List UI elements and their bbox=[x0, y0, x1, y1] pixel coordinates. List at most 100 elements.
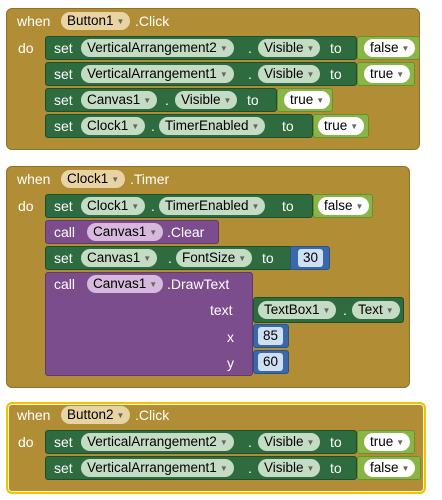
set-keyword: set bbox=[54, 198, 73, 214]
param-label-y: y bbox=[227, 355, 234, 371]
to-keyword: to bbox=[262, 250, 274, 266]
number-value[interactable]: 60 bbox=[258, 353, 284, 371]
property-dropdown[interactable]: Visible▼ bbox=[258, 39, 321, 57]
property-name: Visible bbox=[264, 40, 304, 55]
method-name: .DrawText bbox=[167, 276, 230, 292]
set-keyword: set bbox=[54, 118, 73, 134]
dot-separator: . bbox=[248, 434, 252, 450]
dropdown-arrow-icon: ▼ bbox=[401, 44, 410, 53]
dot-separator: . bbox=[165, 92, 169, 108]
set-keyword: set bbox=[54, 460, 73, 476]
component-dropdown[interactable]: Clock1▼ bbox=[81, 117, 146, 135]
property-name: TimerEnabled bbox=[165, 118, 249, 133]
dropdown-arrow-icon: ▼ bbox=[322, 306, 331, 315]
event-name: .Click bbox=[135, 407, 170, 423]
component-dropdown[interactable]: VerticalArrangement2▼ bbox=[81, 433, 234, 451]
dropdown-arrow-icon: ▼ bbox=[131, 122, 140, 131]
component-dropdown[interactable]: Clock1▼ bbox=[81, 197, 146, 215]
component-dropdown[interactable]: VerticalArrangement2▼ bbox=[81, 39, 234, 57]
component-name: Canvas1 bbox=[93, 224, 147, 239]
when-keyword: when bbox=[17, 13, 51, 29]
property-dropdown[interactable]: Visible▼ bbox=[258, 433, 321, 451]
boolean-dropdown[interactable]: true▼ bbox=[318, 117, 365, 135]
set-keyword: set bbox=[54, 250, 73, 266]
set-keyword: set bbox=[54, 66, 73, 82]
component-dropdown[interactable]: Clock1▼ bbox=[61, 170, 126, 188]
dot-separator: . bbox=[168, 250, 172, 266]
call-keyword: call bbox=[54, 276, 76, 292]
property-dropdown[interactable]: TimerEnabled▼ bbox=[159, 197, 266, 215]
property-dropdown[interactable]: TimerEnabled▼ bbox=[159, 117, 266, 135]
property-dropdown[interactable]: Visible▼ bbox=[258, 459, 321, 477]
component-name: Canvas1 bbox=[87, 92, 141, 107]
dot-separator: . bbox=[343, 302, 347, 318]
component-dropdown[interactable]: Button1▼ bbox=[61, 12, 131, 30]
dot-separator: . bbox=[248, 460, 252, 476]
dropdown-arrow-icon: ▼ bbox=[131, 202, 140, 211]
dot-separator: . bbox=[151, 198, 155, 214]
dropdown-arrow-icon: ▼ bbox=[149, 228, 158, 237]
dropdown-arrow-icon: ▼ bbox=[306, 44, 315, 53]
component-dropdown[interactable]: Canvas1▼ bbox=[87, 223, 164, 241]
boolean-value: true bbox=[370, 66, 394, 81]
dropdown-arrow-icon: ▼ bbox=[219, 44, 228, 53]
event-name: .Timer bbox=[130, 171, 170, 187]
dropdown-arrow-icon: ▼ bbox=[251, 202, 260, 211]
dropdown-arrow-icon: ▼ bbox=[116, 411, 125, 420]
property-name: Text bbox=[358, 302, 383, 317]
component-name: VerticalArrangement2 bbox=[87, 434, 217, 449]
boolean-value: false bbox=[370, 40, 399, 55]
boolean-dropdown[interactable]: true▼ bbox=[364, 433, 411, 451]
boolean-value: false bbox=[370, 460, 399, 475]
dropdown-arrow-icon: ▼ bbox=[350, 122, 359, 131]
when-keyword: when bbox=[17, 407, 51, 423]
component-dropdown[interactable]: Button2▼ bbox=[61, 406, 131, 424]
property-dropdown[interactable]: FontSize▼ bbox=[176, 249, 253, 267]
method-name: .Clear bbox=[167, 224, 205, 240]
do-keyword: do bbox=[18, 40, 34, 56]
property-name: Visible bbox=[181, 92, 221, 107]
component-name: Clock1 bbox=[87, 118, 129, 133]
component-dropdown[interactable]: TextBox1▼ bbox=[258, 301, 337, 319]
component-dropdown[interactable]: VerticalArrangement1▼ bbox=[81, 459, 234, 477]
to-keyword: to bbox=[330, 66, 342, 82]
set-keyword: set bbox=[54, 40, 73, 56]
property-name: Visible bbox=[264, 434, 304, 449]
dropdown-arrow-icon: ▼ bbox=[111, 175, 120, 184]
number-value[interactable]: 85 bbox=[258, 327, 284, 345]
component-name: TextBox1 bbox=[264, 302, 320, 317]
number-value[interactable]: 30 bbox=[298, 249, 324, 267]
property-dropdown[interactable]: Text▼ bbox=[352, 301, 400, 319]
component-dropdown[interactable]: Canvas1▼ bbox=[81, 249, 158, 267]
boolean-dropdown[interactable]: false▼ bbox=[364, 459, 416, 477]
dropdown-arrow-icon: ▼ bbox=[219, 70, 228, 79]
set-block[interactable] bbox=[45, 88, 277, 112]
component-dropdown[interactable]: Canvas1▼ bbox=[81, 91, 158, 109]
dropdown-arrow-icon: ▼ bbox=[306, 438, 315, 447]
component-name: Button2 bbox=[67, 407, 114, 422]
do-keyword: do bbox=[18, 434, 34, 450]
to-keyword: to bbox=[247, 92, 259, 108]
component-dropdown[interactable]: VerticalArrangement1▼ bbox=[81, 65, 234, 83]
set-keyword: set bbox=[54, 434, 73, 450]
dropdown-arrow-icon: ▼ bbox=[401, 464, 410, 473]
boolean-value: true bbox=[324, 118, 348, 133]
dropdown-arrow-icon: ▼ bbox=[149, 280, 158, 289]
boolean-dropdown[interactable]: false▼ bbox=[318, 197, 370, 215]
when-keyword: when bbox=[17, 171, 51, 187]
dropdown-arrow-icon: ▼ bbox=[396, 438, 405, 447]
component-dropdown[interactable]: Canvas1▼ bbox=[87, 275, 164, 293]
boolean-dropdown[interactable]: true▼ bbox=[284, 91, 331, 109]
property-dropdown[interactable]: Visible▼ bbox=[258, 65, 321, 83]
component-name: Canvas1 bbox=[93, 276, 147, 291]
call-keyword: call bbox=[54, 224, 76, 240]
component-name: Button1 bbox=[67, 13, 114, 28]
param-label-x: x bbox=[227, 329, 234, 345]
dropdown-arrow-icon: ▼ bbox=[396, 70, 405, 79]
dropdown-arrow-icon: ▼ bbox=[116, 17, 125, 26]
property-dropdown[interactable]: Visible▼ bbox=[175, 91, 238, 109]
boolean-dropdown[interactable]: true▼ bbox=[364, 65, 411, 83]
boolean-dropdown[interactable]: false▼ bbox=[364, 39, 416, 57]
property-name: Visible bbox=[264, 66, 304, 81]
dot-separator: . bbox=[248, 66, 252, 82]
